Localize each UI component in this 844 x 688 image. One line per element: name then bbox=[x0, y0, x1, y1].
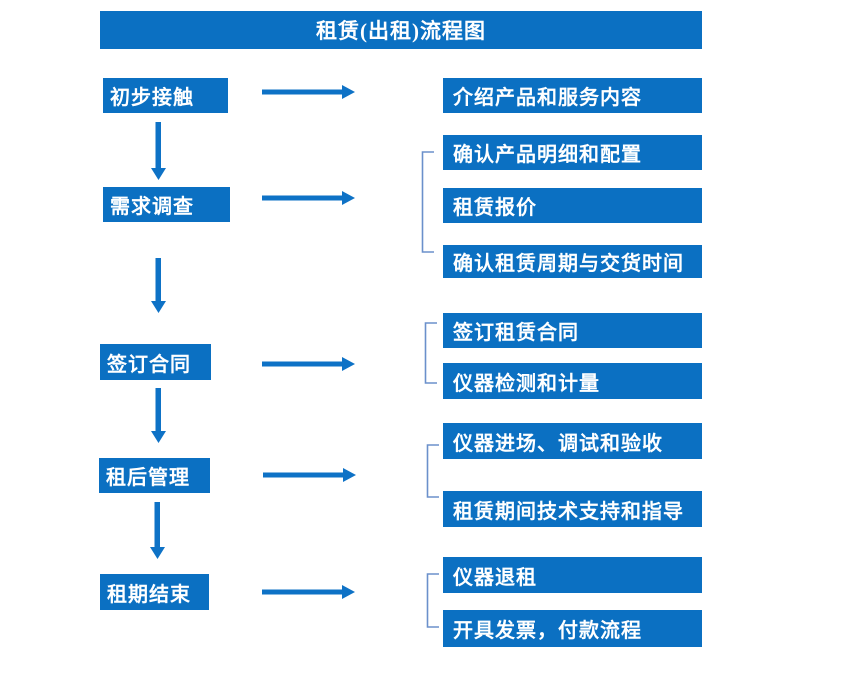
arrow-down-icon-4 bbox=[150, 502, 165, 559]
group-bracket-rental-end bbox=[426, 573, 439, 628]
arrow-down-icon-1 bbox=[151, 122, 166, 180]
step-post-rental-management: 租后管理 bbox=[99, 458, 210, 493]
group-bracket-post-rental bbox=[426, 444, 439, 498]
detail-confirm-product-details: 确认产品明细和配置 bbox=[443, 135, 702, 170]
arrow-right-icon-1 bbox=[262, 85, 355, 99]
arrow-down-icon-3 bbox=[151, 388, 166, 443]
detail-instrument-setup-acceptance: 仪器进场、调试和验收 bbox=[443, 423, 702, 459]
detail-instrument-return: 仪器退租 bbox=[443, 557, 702, 593]
detail-rental-tech-support: 租赁期间技术支持和指导 bbox=[443, 491, 702, 527]
step-rental-period-end: 租期结束 bbox=[100, 574, 209, 610]
arrow-right-icon-5 bbox=[262, 585, 355, 599]
group-bracket-requirement-survey bbox=[421, 151, 434, 253]
arrow-right-icon-3 bbox=[262, 357, 355, 371]
detail-sign-rental-contract: 签订租赁合同 bbox=[443, 313, 702, 348]
flowchart-title: 租赁(出租)流程图 bbox=[100, 11, 702, 49]
arrow-right-icon-4 bbox=[263, 468, 356, 482]
detail-rental-quote: 租赁报价 bbox=[443, 188, 702, 223]
arrow-right-icon-2 bbox=[262, 191, 355, 205]
group-bracket-sign-contract bbox=[424, 322, 437, 384]
detail-instrument-testing: 仪器检测和计量 bbox=[443, 363, 702, 399]
step-requirement-survey: 需求调查 bbox=[103, 187, 230, 222]
step-sign-contract: 签订合同 bbox=[100, 344, 211, 380]
arrow-down-icon-2 bbox=[151, 258, 166, 313]
detail-introduce-products: 介绍产品和服务内容 bbox=[443, 78, 702, 113]
detail-confirm-rental-period: 确认租赁周期与交货时间 bbox=[443, 245, 702, 278]
step-initial-contact: 初步接触 bbox=[103, 78, 228, 113]
detail-invoice-payment: 开具发票，付款流程 bbox=[443, 610, 702, 647]
